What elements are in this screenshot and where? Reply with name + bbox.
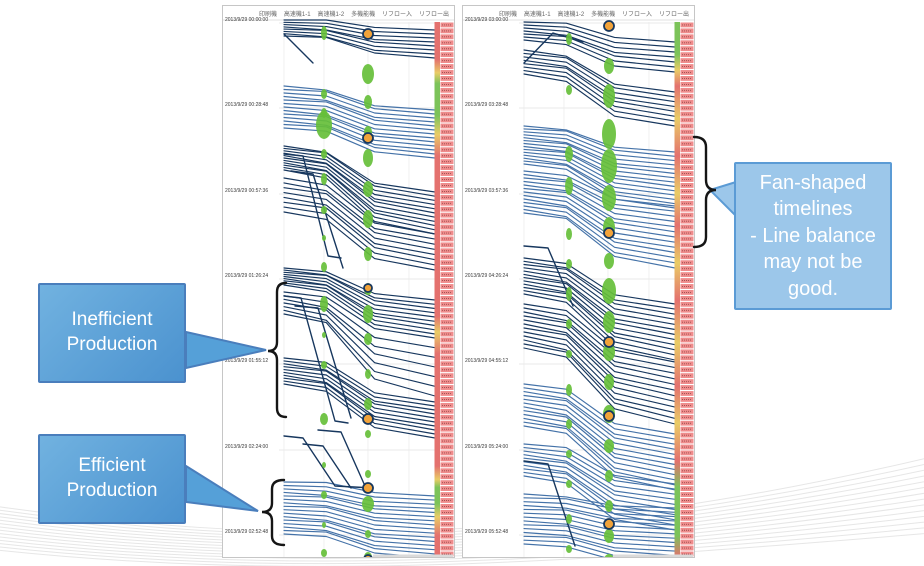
orange-alert-markers <box>362 28 374 557</box>
timeline-panel-right: 印刷機高速機1-1 高速機1-2 多機能機リフロー入リフロー出 2013/9/29 … <box>462 5 695 558</box>
station-header-row: 印刷機高速機1-1 高速機1-2 多機能機リフロー入リフロー出 <box>499 7 689 19</box>
time-tick-label: 2013/9/29 05:24:00 <box>465 444 509 450</box>
curly-brace-fan-region <box>692 135 717 249</box>
timeline-panel-left: 印刷機高速機1-1 高速機1-2 多機能機リフロー入リフロー出 2013/9/29 … <box>222 5 455 558</box>
timeline-lines <box>283 19 436 557</box>
station-header-label: 多機能機 <box>351 11 376 18</box>
station-header-label: 高速機1-1 <box>283 11 311 18</box>
time-tick-label: 2013/9/29 02:52:48 <box>225 529 269 535</box>
time-tick-label: 2013/9/29 01:55:12 <box>225 358 269 364</box>
timeline-canvas <box>223 19 454 557</box>
time-tick-label: 2013/9/29 04:26:24 <box>465 273 509 279</box>
time-tick-label: 2013/9/29 02:24:00 <box>225 444 269 450</box>
time-tick-label: 2013/9/29 00:00:00 <box>225 17 269 23</box>
callout-fan-text: Fan-shaped timelines - Line balance may … <box>750 172 876 300</box>
station-header-label: 印刷機 <box>259 11 278 18</box>
callout-inefficient-text: Inefficient Production <box>66 309 158 355</box>
time-tick-label: 2013/9/29 03:00:00 <box>465 17 509 23</box>
green-load-markers <box>316 26 374 557</box>
time-tick-label: 2013/9/29 01:26:24 <box>225 273 269 279</box>
station-header-label: 高速機1-2 <box>317 11 345 18</box>
station-header-label: 多機能機 <box>591 11 616 18</box>
h-scrollbar <box>373 554 453 557</box>
time-tick-label: 2013/9/29 05:52:48 <box>465 529 509 535</box>
quality-strip <box>613 22 694 557</box>
time-tick-label: 2013/9/29 03:28:48 <box>465 102 509 108</box>
time-tick-label: 2013/9/29 00:57:36 <box>225 188 269 194</box>
station-header-label: 高速機1-2 <box>557 11 585 18</box>
station-header-label: リフロー入 <box>382 11 413 18</box>
quality-strip <box>373 22 454 557</box>
callout-inefficient-production: Inefficient Production <box>38 283 186 383</box>
timeline-canvas <box>463 19 694 557</box>
station-header-label: リフロー入 <box>622 11 653 18</box>
h-scrollbar <box>613 554 693 557</box>
callout-efficient-text: Efficient Production <box>66 455 158 501</box>
station-header-label: 高速機1-1 <box>523 11 551 18</box>
station-header-label: 印刷機 <box>499 11 518 18</box>
green-load-markers <box>565 33 617 557</box>
time-tick-label: 2013/9/29 00:28:48 <box>225 102 269 108</box>
station-header-label: リフロー出 <box>658 11 689 18</box>
time-tick-label: 2013/9/29 03:57:36 <box>465 188 509 194</box>
orange-alert-markers <box>603 20 615 530</box>
callout-fan-shaped-timelines: Fan-shaped timelines - Line balance may … <box>734 162 892 310</box>
station-header-row: 印刷機高速機1-1 高速機1-2 多機能機リフロー入リフロー出 <box>259 7 449 19</box>
station-header-label: リフロー出 <box>418 11 449 18</box>
time-tick-label: 2013/9/29 04:55:12 <box>465 358 509 364</box>
callout-efficient-production: Efficient Production <box>38 434 186 524</box>
callout-tail-fan <box>708 180 737 219</box>
timeline-lines <box>523 21 676 557</box>
